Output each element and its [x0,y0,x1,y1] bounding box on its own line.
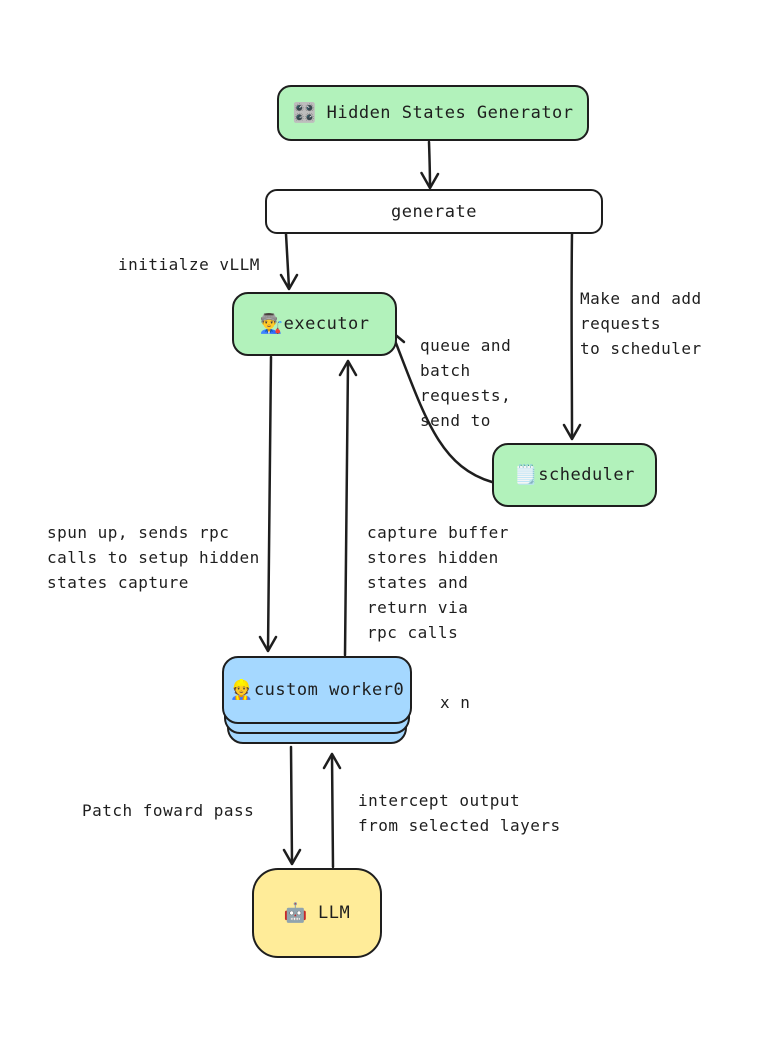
node-llm-label: LLM [317,903,351,923]
label-intercept-output: intercept output from selected layers [358,791,561,835]
node-scheduler: 🗒️ scheduler [492,443,657,507]
arrow-generate-to-executor [279,232,299,291]
label-make-and-add-requests: Make and add requests to scheduler [580,289,702,358]
node-executor-label: executor [283,314,370,334]
label-patch-forward-pass: Patch foward pass [82,801,255,820]
arrow-generator-to-generate [420,140,440,190]
arrow-executor-to-worker [258,355,278,653]
label-worker-multiplier: x n [440,693,471,712]
node-executor: 👨‍🏭 executor [232,292,397,356]
spiral-notepad-icon: 🗒️ [514,463,539,486]
factory-worker-icon: 👨‍🏭 [259,312,284,335]
construction-worker-icon: 👷 [229,678,254,701]
node-scheduler-label: scheduler [538,465,635,485]
node-llm: 🤖 LLM [252,868,382,958]
arrow-worker-to-llm [282,745,302,866]
robot-icon: 🤖 [283,901,308,924]
node-hidden-states-generator-label: Hidden States Generator [326,103,574,123]
label-capture-buffer: capture buffer stores hidden states and … [367,523,509,642]
node-hidden-states-generator: 🎛️ Hidden States Generator [277,85,589,141]
node-generate: generate [265,189,603,234]
node-custom-worker-label: custom worker0 [253,680,405,700]
arrow-worker-to-executor [338,359,358,657]
arrow-generate-to-scheduler [562,232,582,441]
arrow-llm-to-worker [322,752,342,869]
node-custom-worker: 👷 custom worker0 [222,656,412,724]
label-initialize-vllm: initialze vLLM [118,255,260,274]
label-spun-up-rpc: spun up, sends rpc calls to setup hidden… [47,523,260,592]
node-generate-label: generate [391,201,477,222]
control-knobs-icon: 🎛️ [292,101,317,124]
label-queue-and-batch: queue and batch requests, send to [420,336,512,430]
